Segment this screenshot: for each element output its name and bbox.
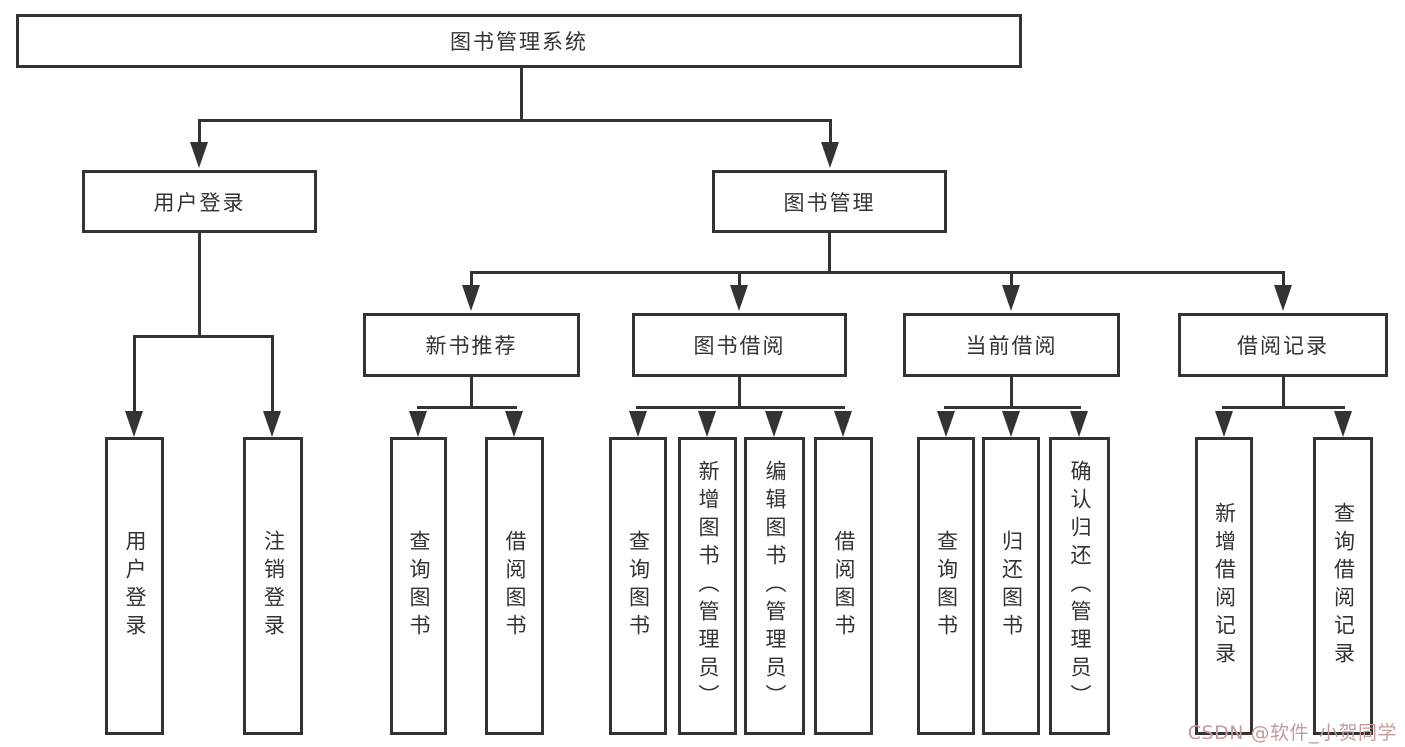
leaf-query-books-recommend: 查询图书 <box>390 437 447 735</box>
leaf-borrow-books-recommend-label: 借阅图书 <box>503 530 527 642</box>
connector-borrow-stem <box>738 377 741 408</box>
connector-mgmt-branch <box>470 271 1285 274</box>
connector-current-stem <box>1010 377 1013 408</box>
leaf-borrow-books-recommend: 借阅图书 <box>485 437 544 735</box>
connector-login-drop-1 <box>133 335 136 413</box>
node-book-management: 图书管理 <box>712 170 947 233</box>
leaf-confirm-return-admin: 确认归还（管理员） <box>1049 437 1110 735</box>
node-library-system: 图书管理系统 <box>16 14 1022 68</box>
arrow-down-icon <box>1334 411 1352 437</box>
arrow-down-icon <box>937 411 955 437</box>
leaf-user-login-label: 用户登录 <box>123 530 147 642</box>
connector-login-branch <box>133 335 274 338</box>
connector-mgmt-drop-4 <box>1282 271 1285 287</box>
arrow-down-icon <box>629 411 647 437</box>
arrow-down-icon <box>765 411 783 437</box>
arrow-down-icon <box>821 142 839 168</box>
connector-mgmt-drop-1 <box>470 271 473 287</box>
connector-login-drop-2 <box>271 335 274 413</box>
node-new-book-recommend-label: 新书推荐 <box>425 334 518 358</box>
leaf-add-book-admin-label: 新增图书（管理员） <box>696 460 720 712</box>
leaf-query-books-borrow: 查询图书 <box>609 437 667 735</box>
leaf-confirm-return-admin-label: 确认归还（管理员） <box>1068 460 1092 712</box>
leaf-return-book: 归还图书 <box>982 437 1040 735</box>
node-user-login: 用户登录 <box>82 170 317 233</box>
connector-recommend-branch <box>417 406 517 409</box>
node-book-borrow-label: 图书借阅 <box>693 334 786 358</box>
node-new-book-recommend: 新书推荐 <box>363 313 580 377</box>
connector-current-branch <box>944 406 1081 409</box>
node-borrow-record: 借阅记录 <box>1178 313 1388 377</box>
leaf-add-book-admin: 新增图书（管理员） <box>678 437 737 735</box>
leaf-query-books-recommend-label: 查询图书 <box>407 530 431 642</box>
connector-mgmt-drop-3 <box>1010 271 1013 287</box>
arrow-down-icon <box>1070 411 1088 437</box>
connector-root-right-drop <box>829 119 832 144</box>
node-library-system-label: 图书管理系统 <box>450 30 588 54</box>
node-book-borrow: 图书借阅 <box>632 313 847 377</box>
connector-login-stem <box>198 233 201 335</box>
arrow-down-icon <box>190 142 208 168</box>
arrow-down-icon <box>263 411 281 437</box>
arrow-down-icon <box>1274 285 1292 311</box>
connector-borrow-branch <box>636 406 845 409</box>
arrow-down-icon <box>125 411 143 437</box>
node-current-borrow-label: 当前借阅 <box>965 334 1058 358</box>
connector-mgmt-stem <box>828 233 831 271</box>
arrow-down-icon <box>505 411 523 437</box>
leaf-add-borrow-record-label: 新增借阅记录 <box>1212 502 1237 670</box>
leaf-add-borrow-record: 新增借阅记录 <box>1195 437 1253 735</box>
connector-recommend-stem <box>470 377 473 408</box>
connector-root-branch <box>198 119 832 122</box>
leaf-query-books-borrow-label: 查询图书 <box>626 530 651 642</box>
arrow-down-icon <box>698 411 716 437</box>
arrow-down-icon <box>462 285 480 311</box>
leaf-query-books-current-label: 查询图书 <box>934 530 959 642</box>
arrow-down-icon <box>1002 285 1020 311</box>
leaf-user-login: 用户登录 <box>105 437 164 735</box>
node-user-login-label: 用户登录 <box>153 190 246 215</box>
leaf-borrow-books-borrow: 借阅图书 <box>814 437 873 735</box>
connector-root-left-drop <box>198 119 201 144</box>
connector-record-branch <box>1222 406 1345 409</box>
arrow-down-icon <box>730 285 748 311</box>
leaf-borrow-books-borrow-label: 借阅图书 <box>832 530 856 642</box>
arrow-down-icon <box>409 411 427 437</box>
leaf-return-book-label: 归还图书 <box>999 530 1024 642</box>
leaf-query-borrow-record-label: 查询借阅记录 <box>1331 502 1356 670</box>
leaf-query-books-current: 查询图书 <box>917 437 975 735</box>
leaf-edit-book-admin-label: 编辑图书（管理员） <box>763 460 787 712</box>
arrow-down-icon <box>834 411 852 437</box>
node-borrow-record-label: 借阅记录 <box>1237 334 1329 358</box>
leaf-logout: 注销登录 <box>243 437 303 735</box>
leaf-logout-label: 注销登录 <box>261 530 286 642</box>
csdn-watermark: CSDN @软件_小贺同学 <box>1187 722 1397 744</box>
arrow-down-icon <box>1002 411 1020 437</box>
leaf-edit-book-admin: 编辑图书（管理员） <box>744 437 805 735</box>
arrow-down-icon <box>1215 411 1233 437</box>
connector-mgmt-drop-2 <box>738 271 741 287</box>
leaf-query-borrow-record: 查询借阅记录 <box>1313 437 1373 735</box>
connector-record-stem <box>1282 377 1285 408</box>
connector-root-stem <box>520 68 523 119</box>
node-current-borrow: 当前借阅 <box>903 313 1120 377</box>
node-book-management-label: 图书管理 <box>783 190 876 215</box>
